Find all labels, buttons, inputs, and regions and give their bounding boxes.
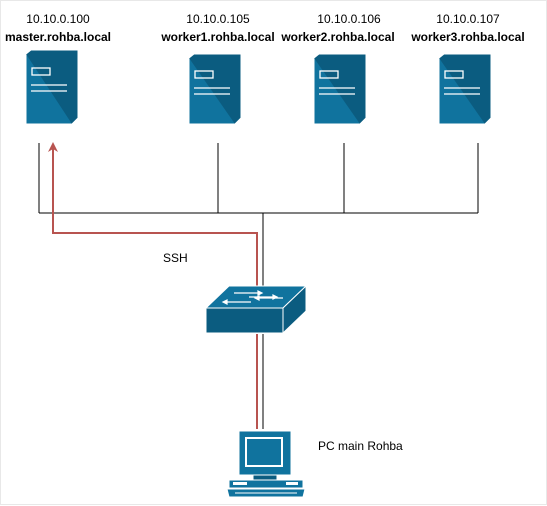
pc-label: PC main Rohba	[318, 439, 403, 453]
ssh-path	[53, 147, 258, 429]
server-ip-label: 10.10.0.100	[26, 12, 90, 26]
server-hostname-label: worker1.rohba.local	[161, 30, 275, 44]
server-hostname-label: master.rohba.local	[4, 30, 112, 44]
server-icon	[438, 53, 492, 125]
network-switch-icon	[204, 284, 308, 335]
server-icon	[25, 49, 79, 125]
server-hostname-label: worker3.rohba.local	[411, 30, 525, 44]
ssh-label: SSH	[163, 251, 188, 265]
server-ip-label: 10.10.0.106	[317, 12, 381, 26]
server-ip-label: 10.10.0.105	[186, 12, 250, 26]
ssh-path-line	[53, 147, 258, 429]
server-icon	[188, 53, 242, 125]
server-hostname-label: worker2.rohba.local	[281, 30, 395, 44]
server-icon	[313, 53, 367, 125]
server-ip-label: 10.10.0.107	[436, 12, 500, 26]
desktop-pc-icon	[226, 430, 306, 498]
network-wiring	[38, 143, 479, 429]
